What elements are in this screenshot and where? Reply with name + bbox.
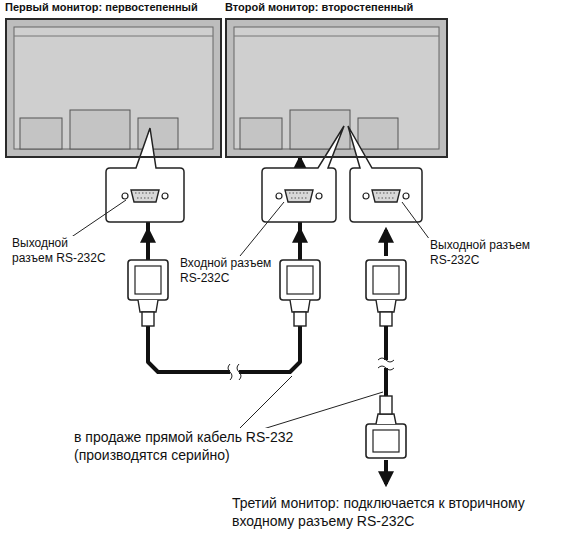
illustration-part — [128, 260, 168, 326]
leader-line — [70, 200, 430, 430]
illustration-part — [348, 126, 422, 222]
illustration-part — [106, 128, 184, 222]
rs232-port — [122, 190, 409, 202]
illustration-part — [226, 19, 447, 157]
illustration-part — [358, 118, 398, 149]
illustration-part — [384, 230, 388, 256]
connector-label: Выходной разъем RS-232C — [428, 238, 544, 268]
illustration-part — [402, 202, 430, 240]
illustration-part — [366, 424, 406, 458]
monitor-box: Второй монитор: второстепенный — [225, 18, 448, 158]
illustration-part — [230, 366, 239, 378]
illustration-part — [70, 200, 126, 238]
cable-break — [228, 364, 241, 380]
illustration-part — [238, 376, 292, 430]
illustration-part — [276, 190, 322, 202]
illustration-part — [384, 460, 388, 484]
monitor-box: Первый монитор: первостепенный — [5, 18, 222, 158]
monitor-title: Второй монитор: второстепенный — [225, 1, 413, 13]
illustration-part — [366, 260, 406, 326]
illustration-part — [262, 126, 344, 222]
monitor-title: Первый монитор: первостепенный — [5, 1, 198, 13]
illustration-part — [14, 36, 213, 37]
connector-label: Входной разъем RS-232C — [178, 256, 274, 286]
illustration-part — [20, 118, 62, 149]
note-text: Третий монитор: подключается к вторичном… — [230, 494, 564, 530]
illustration-part — [146, 230, 150, 256]
illustration-part — [366, 396, 406, 458]
illustration-part — [280, 260, 320, 326]
illustration-part — [6, 19, 221, 157]
illustration-part — [373, 430, 399, 452]
illustration-part — [240, 118, 282, 149]
plug-arrow — [148, 230, 386, 256]
connector-label: Выходной разъем RS-232C — [10, 236, 109, 266]
illustration-part — [122, 190, 168, 202]
illustration-part — [14, 27, 213, 149]
illustration-part — [260, 392, 383, 430]
illustration-part — [70, 110, 130, 149]
illustration-part — [363, 190, 409, 202]
note-text: в продаже прямой кабель RS-232 (производ… — [72, 428, 298, 464]
illustration-part — [376, 414, 396, 424]
monitor-drawing — [6, 19, 447, 157]
illustration-part — [234, 36, 439, 37]
illustration-part — [234, 27, 439, 149]
illustration-part — [240, 202, 284, 256]
illustration-part — [298, 230, 302, 256]
third-cable — [366, 326, 406, 484]
illustration-part — [228, 364, 241, 380]
illustration-part — [378, 358, 394, 370]
callout-bubble — [106, 126, 422, 222]
illustration-part — [380, 396, 392, 414]
